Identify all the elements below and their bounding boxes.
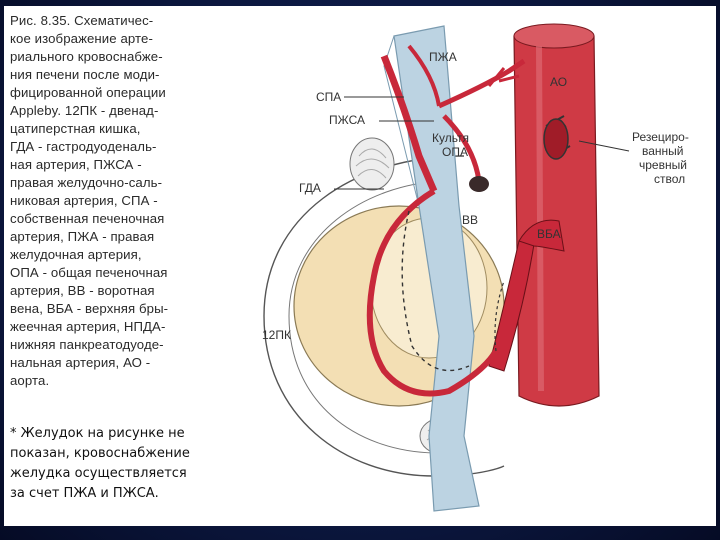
label-resected-1: Резециро- bbox=[632, 130, 689, 144]
gastroepiploic-artery bbox=[437, 58, 526, 109]
node-top bbox=[349, 137, 395, 191]
label-kultya: Культя bbox=[432, 131, 469, 145]
anatomy-diagram: ПЖА СПА ПЖСА ГДА АО Культя ОПА ВВ ВБА 12… bbox=[262, 23, 689, 512]
label-resected-2: ванный bbox=[642, 144, 684, 158]
sma bbox=[488, 240, 535, 372]
label-pzhsa: ПЖСА bbox=[329, 113, 365, 127]
proper-hepatic-artery bbox=[380, 54, 438, 193]
slide-canvas: Рис. 8.35. Схематичес- кое изображение а… bbox=[4, 6, 716, 526]
label-vv: ВВ bbox=[462, 213, 478, 227]
figure-caption: Рис. 8.35. Схематичес- кое изображение а… bbox=[10, 13, 169, 388]
common-hepatic-stump bbox=[442, 114, 482, 182]
gastroduodenal-artery bbox=[366, 188, 499, 397]
label-opa: ОПА bbox=[442, 145, 468, 159]
label-spa: СПА bbox=[316, 90, 341, 104]
label-vba: ВБА bbox=[537, 227, 561, 241]
right-gastric-artery bbox=[407, 44, 441, 107]
label-resected-4: ствол bbox=[654, 172, 685, 186]
label-resected-3: чревный bbox=[639, 158, 687, 172]
footnote: * Желудок на рисунке не показан, кровосн… bbox=[10, 426, 190, 501]
label-gda: ГДА bbox=[299, 181, 321, 195]
label-pzha: ПЖА bbox=[429, 50, 457, 64]
pancreaticoduodenal-dashed bbox=[401, 210, 470, 372]
label-12pk: 12ПК bbox=[262, 328, 291, 342]
label-ao: АО bbox=[550, 75, 567, 89]
